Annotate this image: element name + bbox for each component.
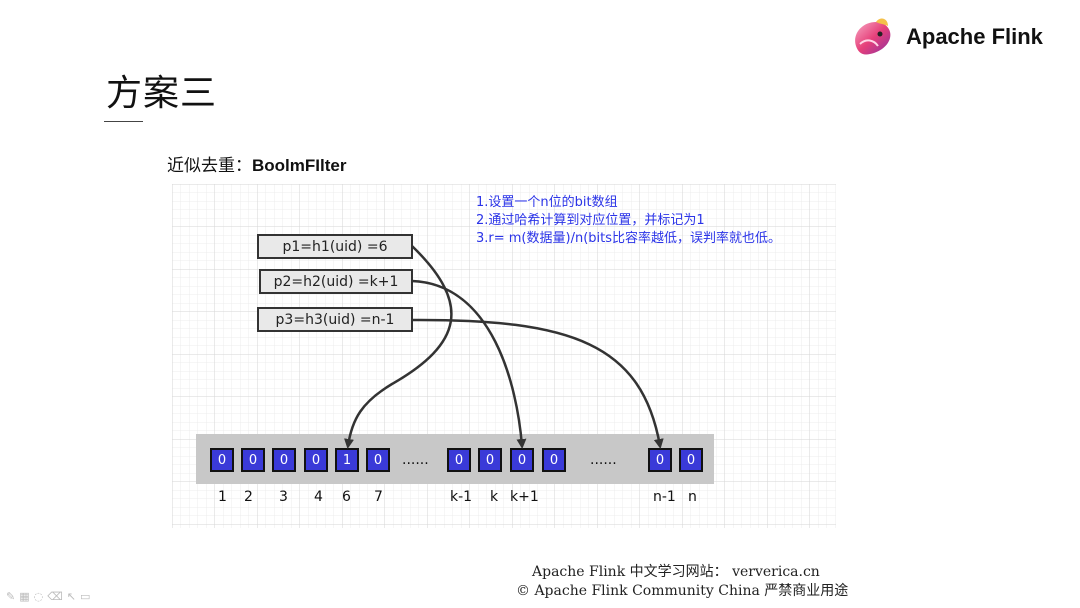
index-label: n-1 — [653, 489, 676, 505]
bit-cell: 0 — [241, 448, 265, 472]
bit-cell: 0 — [510, 448, 534, 472]
bit-cell: 0 — [366, 448, 390, 472]
screen-icon[interactable]: ▭ — [80, 590, 91, 603]
hash-arrows — [344, 245, 664, 449]
subtitle-prefix: 近似去重： — [167, 156, 252, 176]
bit-cell: 0 — [542, 448, 566, 472]
index-label: 4 — [314, 489, 323, 505]
index-label: k-1 — [450, 489, 473, 505]
notes-block: 1.设置一个n位的bit数组 2.通过哈希计算到对应位置，并标记为1 3.r= … — [476, 194, 786, 248]
subtitle-bold: BoolmFIlter — [252, 156, 347, 175]
ellipsis-2: ...... — [590, 452, 617, 468]
index-label: 7 — [374, 489, 383, 505]
arrow-p1 — [344, 245, 453, 449]
hash-box-p3: p3=h3(uid) =n-1 — [257, 307, 413, 332]
brand-name: Apache Flink — [906, 24, 1043, 49]
bit-cell: 0 — [478, 448, 502, 472]
index-label: n — [688, 489, 697, 505]
index-label: 1 — [218, 489, 227, 505]
page-title: 方案三 — [106, 73, 218, 114]
eraser-icon[interactable]: ⌫ — [47, 590, 63, 603]
arrow-p2 — [411, 279, 527, 449]
note-2: 2.通过哈希计算到对应位置，并标记为1 — [476, 213, 705, 228]
index-label: k+1 — [510, 489, 539, 505]
bit-cell: 0 — [648, 448, 672, 472]
presentation-toolbar: ✎ ▦ ◌ ⌫ ↖ ▭ — [6, 590, 90, 603]
footer-line-1: Apache Flink 中文学习网站： ververica.cn — [532, 564, 820, 580]
squirrel-logo-icon — [855, 18, 891, 55]
arrow-p3 — [411, 318, 664, 449]
note-3: 3.r= m(数据量)/n(bits比容率越低，误判率就也低。 — [476, 231, 782, 246]
footer-line-2: © Apache Flink Community China 严禁商业用途 — [516, 583, 849, 599]
bit-cell: 0 — [304, 448, 328, 472]
bit-cell: 0 — [272, 448, 296, 472]
brand-logo: Apache Flink — [850, 16, 1043, 58]
subtitle: 近似去重：BoolmFIlter — [167, 151, 346, 176]
title-underline — [104, 121, 143, 122]
hash-box-p1: p1=h1(uid) =6 — [257, 234, 413, 259]
pointer-icon[interactable]: ↖ — [66, 590, 77, 603]
ellipsis-1: ...... — [402, 452, 429, 468]
bloom-filter-diagram: 1.设置一个n位的bit数组 2.通过哈希计算到对应位置，并标记为1 3.r= … — [172, 184, 836, 528]
index-label: 2 — [244, 489, 253, 505]
bit-cell: 0 — [210, 448, 234, 472]
index-label: k — [490, 489, 499, 505]
slides-icon[interactable]: ▦ — [19, 590, 30, 603]
bit-cell: 1 — [335, 448, 359, 472]
bit-cell: 0 — [679, 448, 703, 472]
bit-cell: 0 — [447, 448, 471, 472]
note-1: 1.设置一个n位的bit数组 — [476, 195, 618, 210]
index-label: 3 — [279, 489, 288, 505]
index-label: 6 — [342, 489, 351, 505]
annotate-icon[interactable]: ◌ — [33, 590, 44, 603]
pen-icon[interactable]: ✎ — [6, 590, 16, 603]
